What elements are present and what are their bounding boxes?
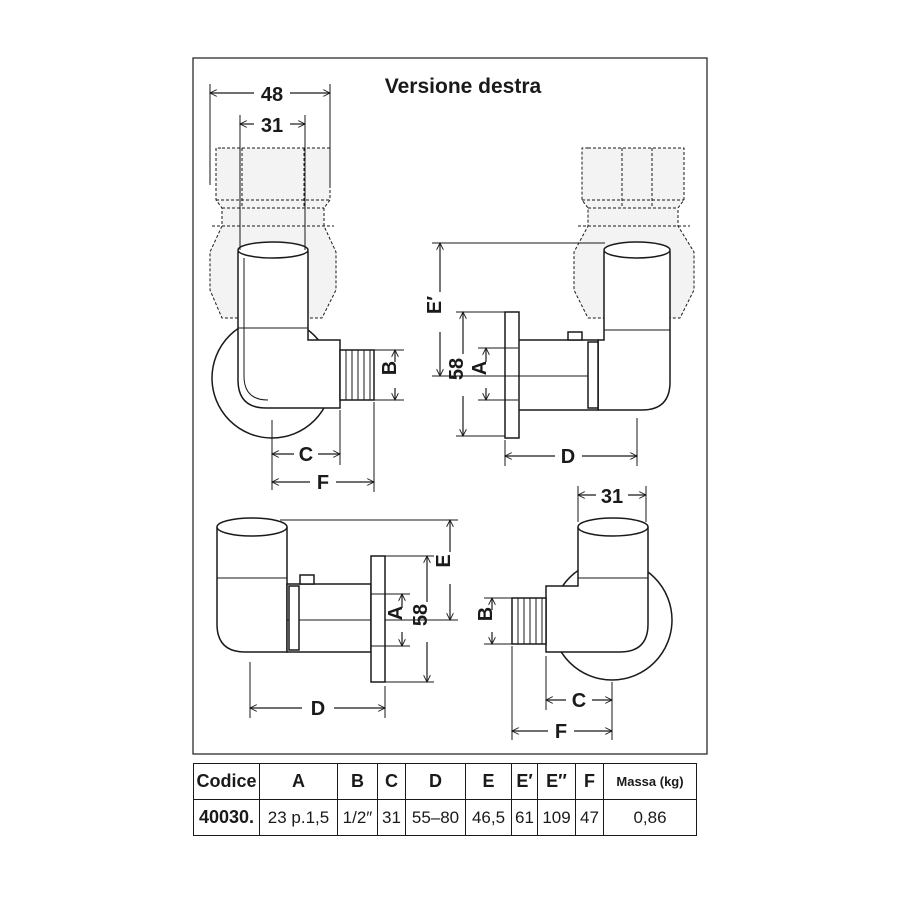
dim-D: D — [561, 446, 575, 468]
cell-e-double-prime: 109 — [537, 799, 576, 836]
elbow-body — [597, 251, 671, 411]
drawing-frame — [192, 57, 708, 755]
threaded-connector — [511, 597, 547, 645]
cell-b: 1/2″ — [337, 799, 378, 836]
wall-flange — [504, 311, 520, 439]
dim-E-prime: E′ — [424, 296, 446, 314]
view-bottom-left: E 58 A D — [216, 517, 458, 720]
dim-58: 58 — [410, 604, 432, 626]
dim-B: B — [379, 361, 401, 375]
cell-e: 46,5 — [465, 799, 512, 836]
dim-F: F — [555, 721, 567, 743]
cell-d: 55–80 — [405, 799, 466, 836]
header-e: E — [465, 763, 512, 800]
dim-A: A — [385, 606, 407, 620]
cell-a: 23 p.1,5 — [259, 799, 338, 836]
dim-D: D — [311, 698, 325, 720]
header-e-double-prime: E′′ — [537, 763, 576, 800]
cell-e-prime: 61 — [511, 799, 538, 836]
spec-table: Codice A B C D E E′ E′′ F Massa (kg) 400… — [193, 763, 697, 836]
wall-flange — [370, 555, 386, 683]
cell-c: 31 — [377, 799, 406, 836]
dim-48: 48 — [261, 84, 283, 106]
elbow-body — [545, 527, 649, 653]
table-header-row: Codice A B C D E E′ E′′ F Massa (kg) — [193, 763, 697, 800]
header-d: D — [405, 763, 466, 800]
header-e-prime: E′ — [511, 763, 538, 800]
cell-f: 47 — [575, 799, 604, 836]
dim-C: C — [572, 690, 586, 712]
pipe-tail — [286, 583, 372, 653]
dim-58: 58 — [446, 358, 468, 380]
header-codice: Codice — [193, 763, 260, 800]
cell-massa: 0,86 — [603, 799, 697, 836]
pipe-tail — [517, 339, 599, 411]
elbow-body — [216, 527, 288, 653]
elbow-body — [237, 251, 341, 409]
cell-codice: 40030. — [193, 799, 260, 836]
view-top-right: E′ 58 A D — [424, 147, 695, 468]
dim-E: E — [433, 554, 455, 567]
dim-A: A — [469, 361, 491, 375]
dim-B: B — [475, 607, 497, 621]
header-a: A — [259, 763, 338, 800]
header-c: C — [377, 763, 406, 800]
dim-31: 31 — [601, 486, 623, 508]
drawing-title: Versione destra — [385, 75, 542, 98]
header-b: B — [337, 763, 378, 800]
dim-C: C — [299, 444, 313, 466]
view-top-left: 48 31 B C F — [210, 84, 404, 494]
view-bottom-right: 31 B C F — [475, 486, 673, 743]
header-f: F — [575, 763, 604, 800]
dim-F: F — [317, 472, 329, 494]
table-row: 40030. 23 p.1,5 1/2″ 31 55–80 46,5 61 10… — [193, 799, 697, 836]
dim-31: 31 — [261, 115, 283, 137]
header-massa: Massa (kg) — [603, 763, 697, 800]
threaded-connector — [339, 349, 375, 401]
